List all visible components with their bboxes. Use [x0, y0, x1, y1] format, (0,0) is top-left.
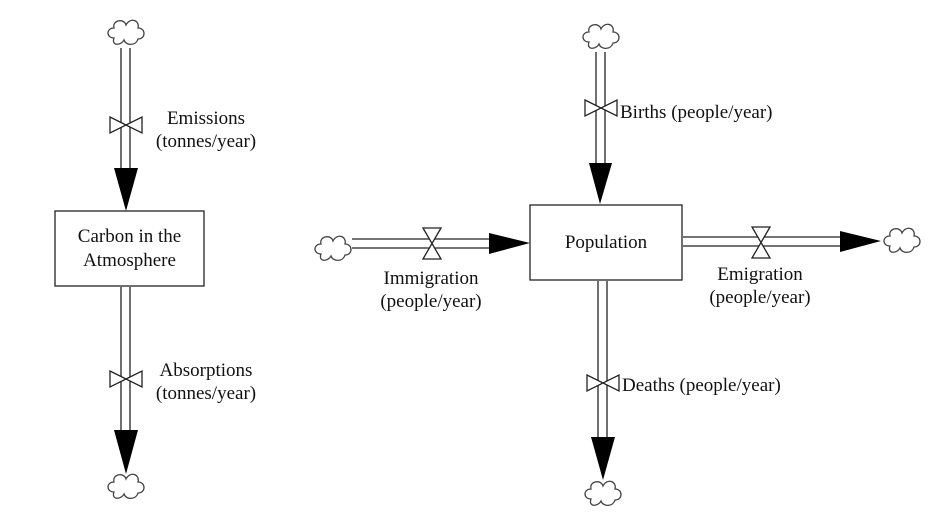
cloud-icon — [883, 227, 921, 254]
stock-box-population — [529, 204, 683, 281]
arrowhead-icon — [589, 163, 612, 204]
emissions-label-line2: (tonnes/year) — [155, 131, 257, 152]
cloud-icon — [582, 23, 620, 50]
arrowhead-icon — [591, 437, 615, 480]
population-stock-label: Population — [530, 205, 682, 280]
absorptions-label: Absorptions (tonnes/year) — [145, 359, 267, 405]
valve-icon — [750, 226, 772, 259]
emissions-pipe — [120, 48, 131, 172]
arrowhead-icon — [489, 233, 530, 254]
stock-box-carbon — [54, 210, 205, 287]
valve-icon — [421, 227, 443, 260]
valve-icon — [584, 98, 618, 118]
cloud-icon — [584, 480, 622, 507]
arrowhead-icon — [114, 430, 138, 474]
cloud-icon — [314, 235, 352, 262]
immigration-label-line2: (people/year) — [380, 291, 482, 312]
emigration-label: Emigration (people/year) — [696, 263, 824, 309]
valve-icon — [586, 373, 620, 393]
births-label: Births (people/year) — [620, 102, 773, 123]
cloud-icon — [107, 19, 145, 46]
carbon-label-line2: Atmosphere — [83, 249, 176, 271]
valve-icon — [109, 369, 143, 389]
deaths-label: Deaths (people/year) — [622, 375, 781, 396]
emissions-label-line1: Emissions — [166, 108, 246, 129]
carbon-stock-label: Carbon in the Atmosphere — [55, 211, 204, 286]
emissions-label: Emissions (tonnes/year) — [146, 107, 266, 153]
immigration-pipe — [352, 238, 490, 249]
population-label: Population — [564, 231, 648, 253]
immigration-label: Immigration (people/year) — [368, 267, 494, 313]
cloud-icon — [107, 473, 145, 500]
valve-icon — [109, 115, 143, 135]
emigration-label-line2: (people/year) — [709, 287, 811, 308]
absorptions-label-line2: (tonnes/year) — [155, 383, 257, 404]
arrowhead-icon — [114, 168, 138, 211]
absorptions-pipe — [120, 287, 131, 432]
immigration-label-line1: Immigration — [383, 268, 479, 289]
arrowhead-icon — [840, 231, 881, 252]
absorptions-label-line1: Absorptions — [159, 360, 253, 381]
deaths-pipe — [597, 281, 608, 440]
carbon-label-line1: Carbon in the — [77, 225, 182, 247]
emigration-label-line1: Emigration — [717, 264, 803, 285]
